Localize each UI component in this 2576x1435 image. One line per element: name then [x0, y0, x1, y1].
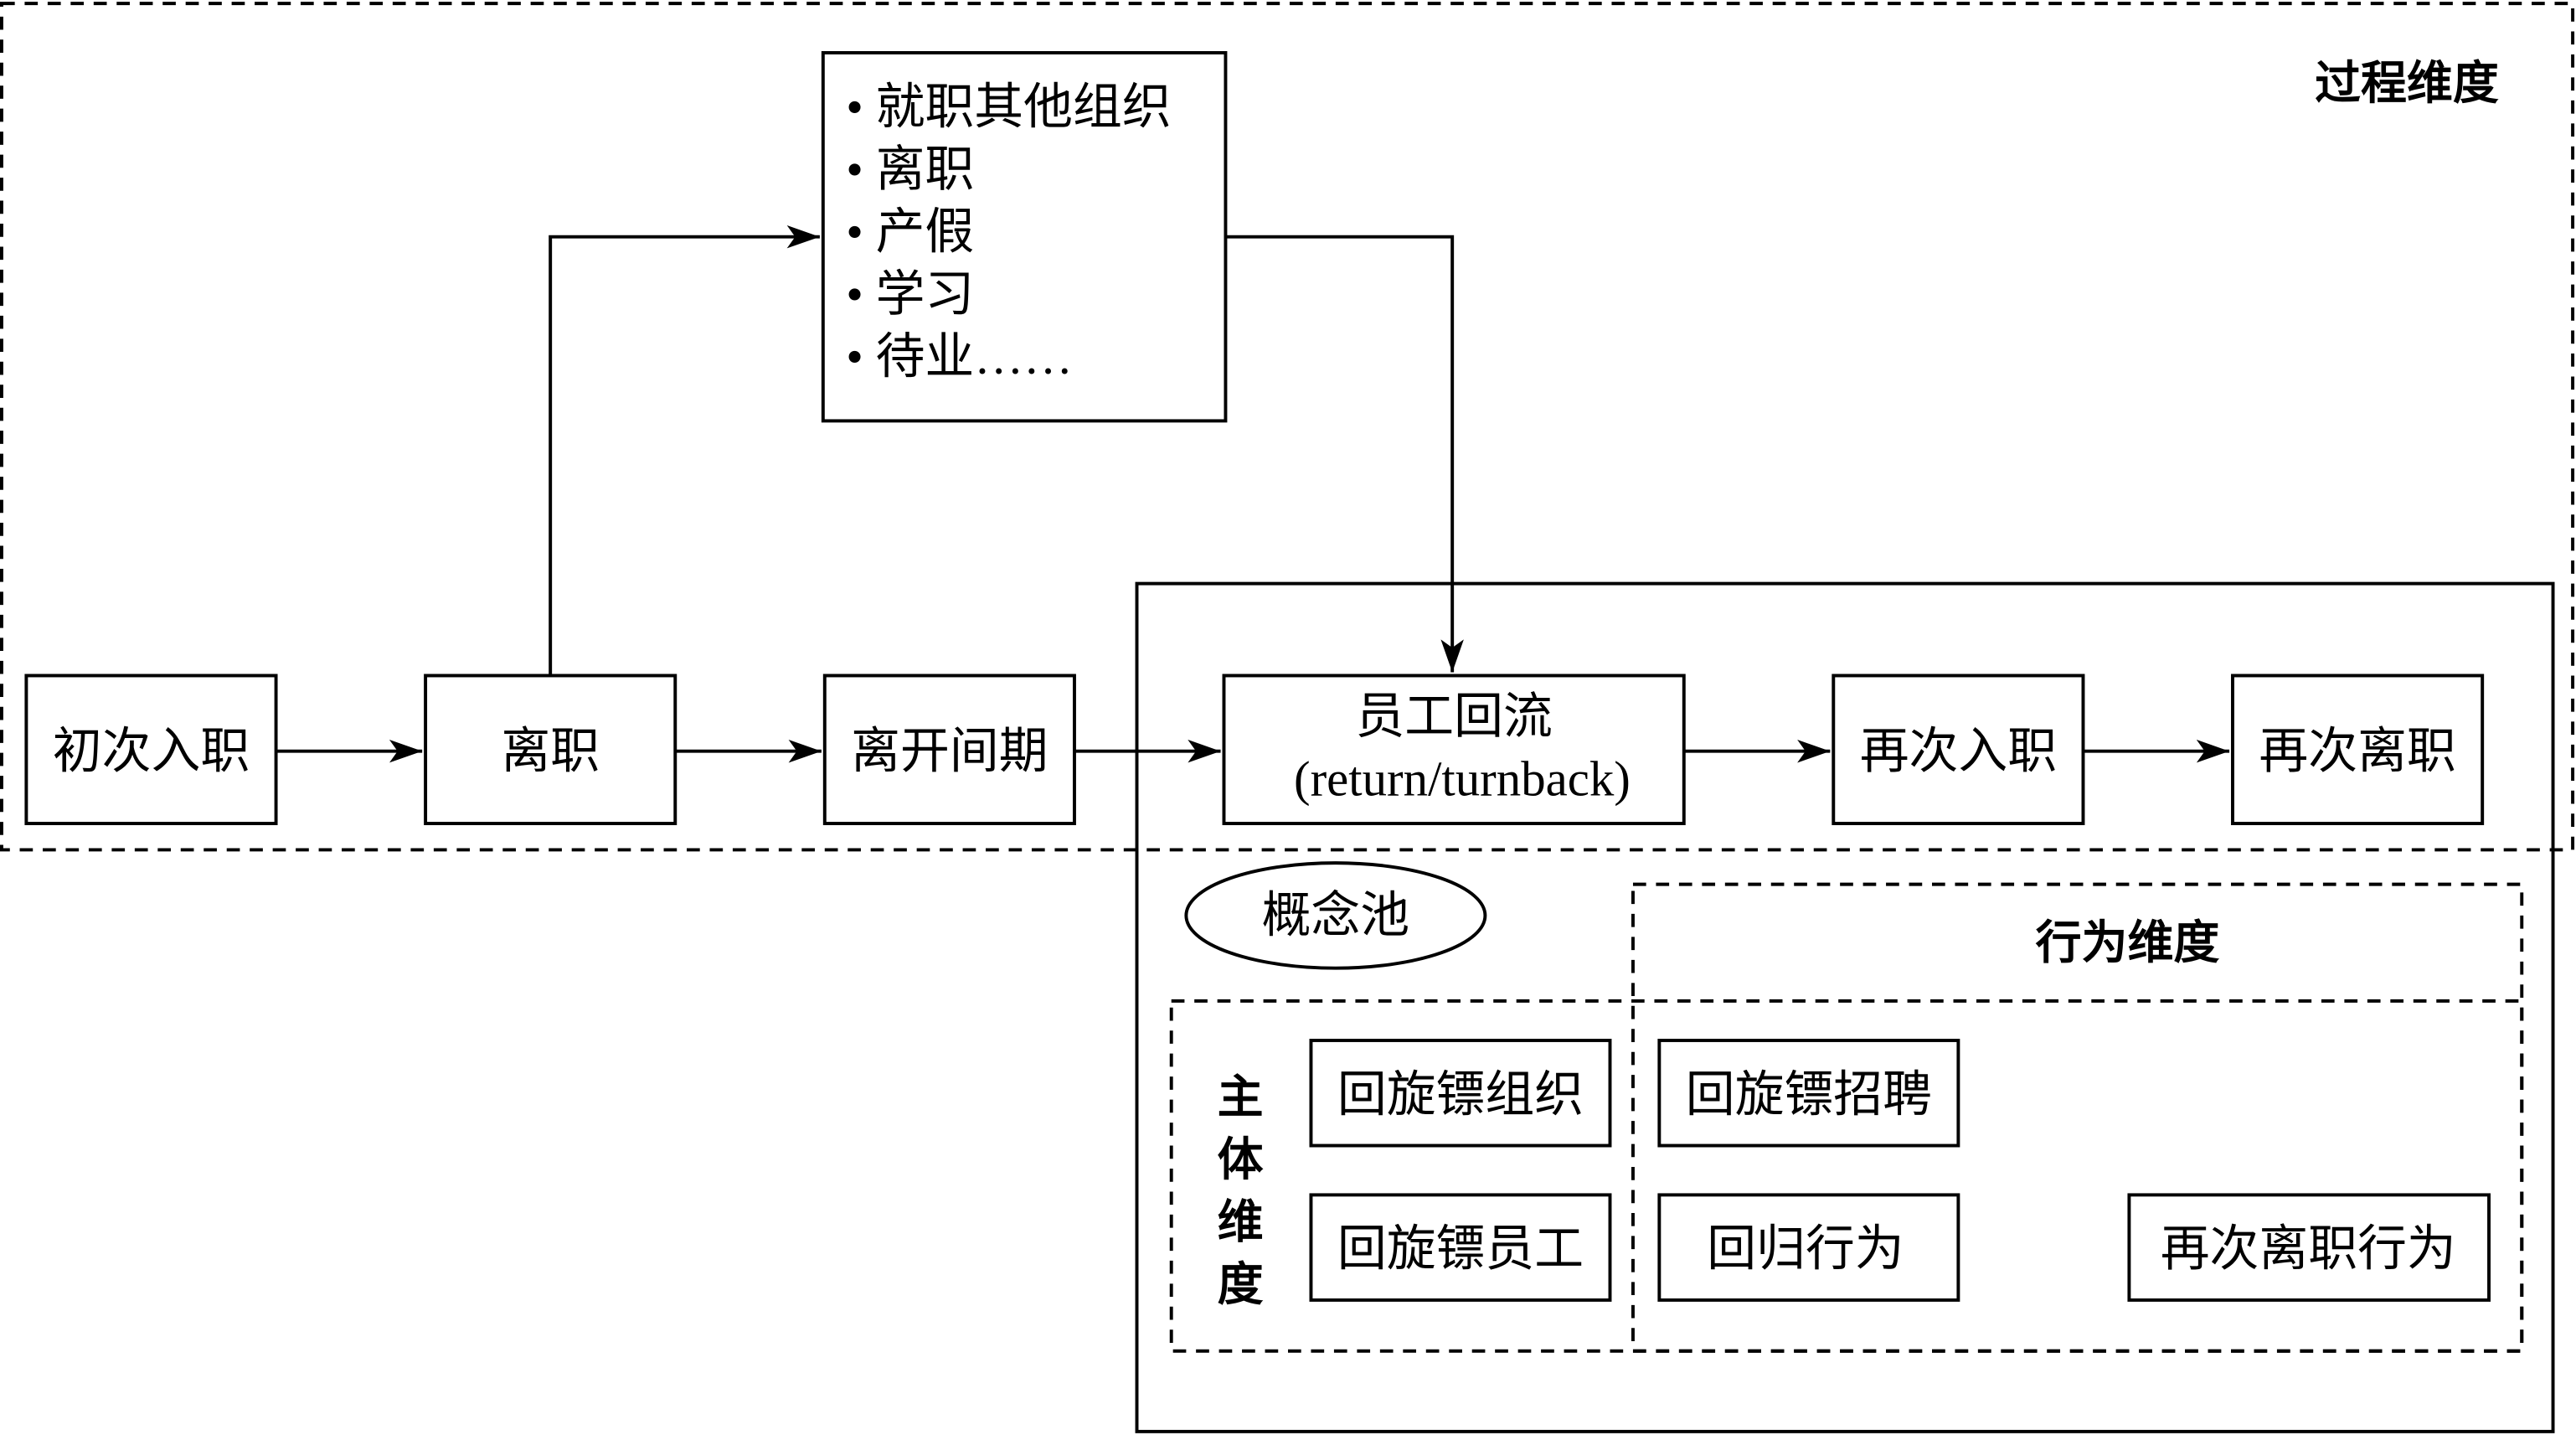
step-label: 再次离职	[2259, 724, 2455, 778]
interim-item: • 学习	[846, 267, 974, 322]
arrow-interim-to-return	[1225, 235, 1464, 673]
interim-item: • 产假	[846, 204, 974, 259]
arrow-resign-to-interim	[549, 225, 820, 676]
step-label: 离开间期	[851, 724, 1048, 778]
interim-item: • 待业……	[846, 330, 1073, 385]
concept-re-resign-behavior: 再次离职行为	[2127, 1193, 2491, 1302]
subject-label-char: 体	[1218, 1133, 1264, 1186]
step-return: 员工回流 (return/turnback)	[1222, 674, 1686, 825]
concept-label: 回旋镖招聘	[1686, 1067, 1932, 1122]
concept-pool-text: 概念池	[1262, 889, 1410, 943]
subject-dimension-frame	[1169, 999, 2524, 1353]
concept-label: 回旋镖组织	[1337, 1067, 1584, 1122]
concept-pool-label: 概念池	[1184, 861, 1487, 970]
concept-return-behavior: 回归行为	[1657, 1193, 1960, 1302]
concept-label: 回归行为	[1707, 1222, 1904, 1277]
step-re-resign: 再次离职	[2231, 674, 2485, 825]
concept-boomerang-recruitment: 回旋镖招聘	[1657, 1039, 1960, 1148]
subject-label-char: 主	[1218, 1070, 1264, 1123]
step-label: 再次入职	[1860, 724, 2057, 778]
interim-activities-box: • 就职其他组织 • 离职 • 产假 • 学习 • 待业……	[821, 51, 1228, 423]
concept-pool-frame	[1135, 581, 2555, 1433]
step-label: 员工回流	[1355, 689, 1552, 744]
step-sublabel: (return/turnback)	[1294, 752, 1631, 807]
step-label: 初次入职	[53, 724, 250, 778]
step-rehire: 再次入职	[1832, 674, 2085, 825]
concept-boomerang-employee: 回旋镖员工	[1309, 1193, 1612, 1302]
concept-label: 再次离职行为	[2161, 1222, 2456, 1277]
step-resign: 离职	[424, 674, 677, 825]
subject-dimension-label: 主 体 维 度	[1218, 1070, 1264, 1311]
interim-item: • 离职	[846, 142, 974, 197]
step-label: 离职	[501, 724, 600, 778]
concept-label: 回旋镖员工	[1337, 1222, 1584, 1277]
subject-label-char: 维	[1218, 1195, 1264, 1248]
interim-item: • 就职其他组织	[846, 80, 1171, 134]
process-dimension-label: 过程维度	[2315, 56, 2499, 110]
behavior-dimension-label: 行为维度	[2036, 916, 2220, 969]
step-leave-period: 离开间期	[822, 674, 1076, 825]
subject-label-char: 度	[1218, 1257, 1264, 1311]
process-dimension-frame	[0, 2, 2575, 852]
concept-boomerang-organization: 回旋镖组织	[1309, 1039, 1612, 1148]
step-initial-hire: 初次入职	[24, 674, 278, 825]
